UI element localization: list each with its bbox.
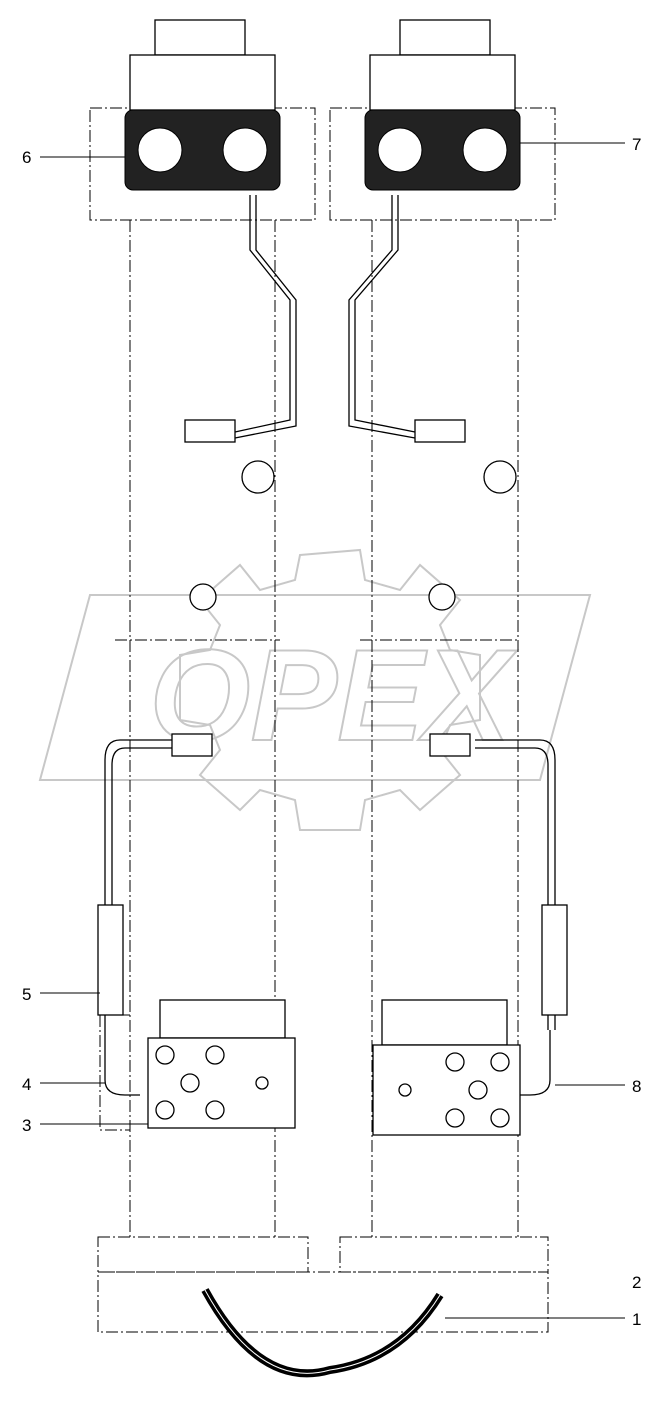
left-nut <box>189 583 217 611</box>
callout-7: 7 <box>632 135 641 154</box>
right-lower-pipe <box>475 739 556 1030</box>
right-pipe-fitting <box>414 419 466 443</box>
left-upper-pipe <box>234 195 297 439</box>
right-plug <box>483 460 517 494</box>
left-plug <box>241 460 275 494</box>
callout-8: 8 <box>632 1077 641 1096</box>
right-upper-pipe <box>348 195 416 439</box>
callout-6: 6 <box>22 148 31 167</box>
left-motor <box>124 19 281 191</box>
callout-1: 1 <box>632 1310 641 1329</box>
left-pipe-fitting <box>184 419 236 443</box>
callout-2: 2 <box>632 1273 641 1292</box>
right-nut <box>428 583 456 611</box>
leader-lines <box>40 142 625 1319</box>
right-motor <box>364 19 521 191</box>
callout-4: 4 <box>22 1075 31 1094</box>
left-valve-block <box>147 999 296 1129</box>
opex-watermark: OPEX <box>38 548 592 831</box>
left-lower-pipe <box>104 739 175 1010</box>
callout-5: 5 <box>22 985 31 1004</box>
callout-3: 3 <box>22 1116 31 1135</box>
right-valve-block <box>372 999 521 1136</box>
column-outlines <box>89 107 556 1333</box>
